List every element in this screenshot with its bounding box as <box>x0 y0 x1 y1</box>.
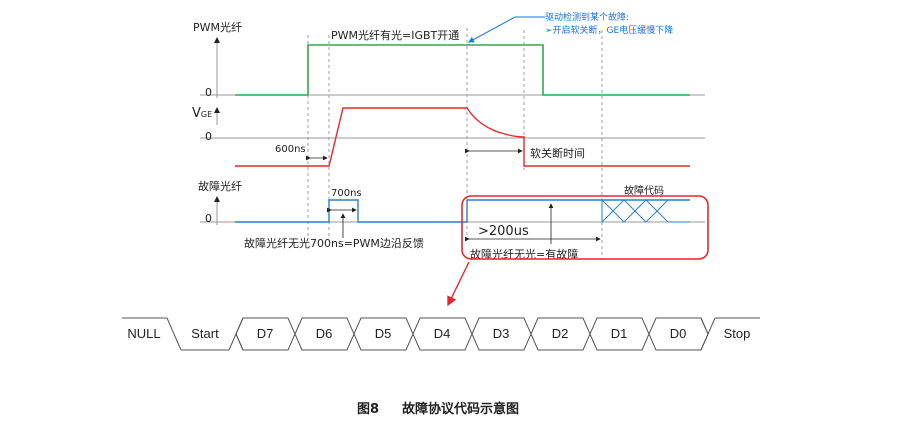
pwm-zero: 0 <box>205 86 212 99</box>
protocol-field: D4 <box>434 326 451 341</box>
fault-code-label: 故障代码 <box>624 184 664 197</box>
driver-detect-line1: 驱动检测到某个故障: <box>545 11 629 23</box>
delay-600ns-label: 600ns <box>275 144 306 155</box>
protocol-field: Stop <box>724 326 751 341</box>
protocol-field: D5 <box>375 326 392 341</box>
figure-title: 故障协议代码示意图 <box>402 401 519 417</box>
vge-signal: VGE 0 600ns 软关断时间 <box>192 106 705 167</box>
protocol-field: Start <box>191 326 219 341</box>
figure-number: 图8 <box>357 402 379 417</box>
gt-200us-label: >200us <box>478 224 529 239</box>
driver-detect-note: 驱动检测到某个故障: ➢开启软关断，GE电压缓慢下降 <box>468 11 673 43</box>
protocol-field: NULL <box>127 326 160 341</box>
fault-label: 故障光纤 <box>198 179 242 193</box>
pwm-waveform <box>235 44 690 96</box>
vge-label: VGE <box>192 106 212 121</box>
fault-signal: 故障光纤 0 故障代码 700ns 故障光纤无光700ns=PWM边沿反馈 >2… <box>198 179 705 261</box>
no-light-fault-note: 故障光纤无光=有故障 <box>470 247 578 261</box>
pulse-700ns-label: 700ns <box>331 188 362 199</box>
fault-waveform <box>235 199 690 223</box>
pwm-label: PWM光纤 <box>193 20 242 34</box>
highlight-arrow-icon <box>447 261 470 307</box>
protocol-field: D2 <box>552 326 569 341</box>
protocol-field: D6 <box>316 326 333 341</box>
vge-zero: 0 <box>205 130 212 143</box>
protocol-field: D3 <box>493 326 510 341</box>
protocol-field: D0 <box>670 326 687 341</box>
driver-detect-line2: ➢开启软关断，GE电压缓慢下降 <box>545 24 673 36</box>
vge-waveform <box>235 107 690 167</box>
soft-off-label: 软关断时间 <box>530 146 585 160</box>
timing-guides <box>307 28 603 260</box>
pwm-on-note: PWM光纤有光=IGBT开通 <box>331 28 459 42</box>
fault-zero: 0 <box>205 212 212 225</box>
protocol-field: D1 <box>611 326 628 341</box>
fault-highlight-box <box>461 195 709 260</box>
fault-code-hatch <box>601 199 690 223</box>
protocol-labels: NULL Start D7 D6 D5 D4 D3 D2 D1 D0 Stop <box>127 326 750 341</box>
edge-feedback-note: 故障光纤无光700ns=PWM边沿反馈 <box>244 236 424 250</box>
driver-detect-arrow-icon <box>468 16 545 43</box>
protocol-frame <box>122 317 760 351</box>
protocol-field: D7 <box>257 326 274 341</box>
pwm-signal: PWM光纤 0 PWM光纤有光=IGBT开通 <box>193 20 705 99</box>
